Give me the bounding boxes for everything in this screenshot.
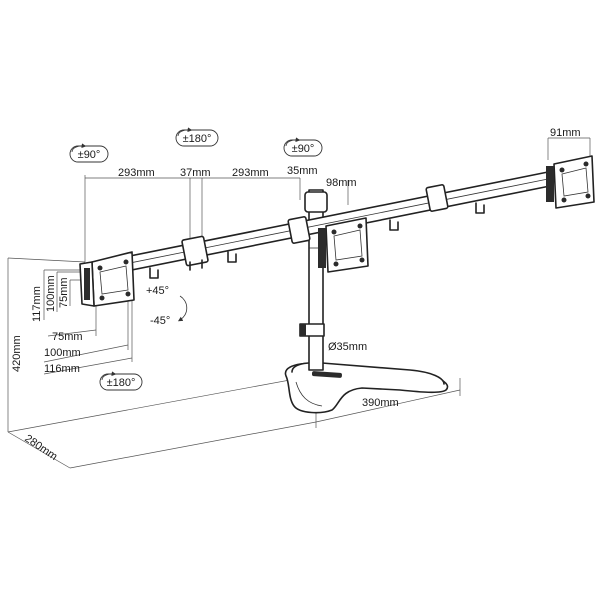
right-vesa-plate [546,155,595,209]
rotation-label-mid: ±180° [183,133,212,145]
dim-arm-left: 293mm [118,167,155,179]
tilt-label-up: +45° [146,285,169,297]
rotation-indicator-left: ±90° [69,143,109,163]
dim-vesa-75-v: 75mm [58,277,70,308]
dim-base-width: 390mm [362,397,399,409]
rotation-label-right-swivel: ±90° [292,143,315,155]
dim-vesa-117: 117mm [31,286,43,322]
tilt-label-down: -45° [150,315,170,327]
dim-pole-diameter: Ø35mm [328,341,367,353]
center-vesa-plate [318,217,369,273]
rotation-label-left-swivel: ±90° [78,149,101,161]
dim-clamp-width: 98mm [326,177,357,189]
stand-base [284,361,449,414]
tilt-indicator: +45° -45° [146,285,188,327]
dim-pole-offset: 35mm [287,165,318,177]
dim-vesa-75-h: 75mm [52,331,83,343]
dim-total-height: 420mm [11,335,23,372]
rotation-indicator-right: ±90° [283,137,323,157]
rotation-label-bottom: ±180° [107,377,136,389]
dim-vesa-116-h: 116mm [44,363,80,375]
left-vesa-plate [79,251,135,307]
dim-arm-mid: 37mm [180,167,211,179]
dim-vesa-100-h: 100mm [44,347,81,359]
rotation-indicator-mid: ±180° [175,127,219,147]
dim-end-width: 91mm [550,127,581,139]
dim-vesa-100-v: 100mm [45,275,57,312]
dim-base-depth: 280mm [22,433,59,463]
dim-arm-right: 293mm [232,167,269,179]
rotation-indicator-bottom: ±180° [99,371,143,391]
